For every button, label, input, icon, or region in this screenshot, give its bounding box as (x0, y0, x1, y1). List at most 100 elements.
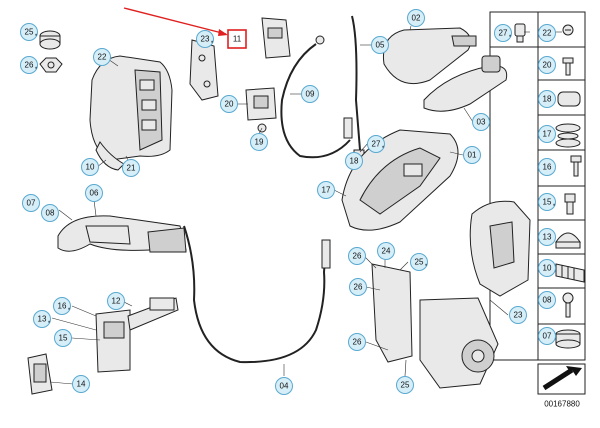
callout-25: 25 (396, 376, 414, 394)
parts-sidebar (489, 11, 586, 395)
callout-25: 25* (20, 23, 38, 41)
callout-05: 05 (371, 36, 389, 54)
sidebar-callout-18: 18 (538, 90, 556, 108)
sidebar-callout-label: 22 (543, 29, 552, 38)
callout-18: 18 (345, 152, 363, 170)
part-03-handle (423, 55, 508, 112)
sidebar-callout-label: 16 (543, 163, 552, 172)
callout-23: 23* (196, 30, 214, 48)
star-marker-icon: * (211, 41, 214, 47)
star-marker-icon: * (68, 308, 71, 314)
star-marker-icon: * (425, 264, 428, 270)
sidebar-part-10-boot (555, 263, 585, 283)
sidebar-callout-07: 07 (538, 327, 556, 345)
callout-label: 26 (25, 61, 34, 70)
part-20-striker (245, 87, 277, 133)
part-24-window-module (371, 263, 499, 389)
part-23-bracket (189, 39, 219, 101)
sidebar-callout-label: 08 (543, 296, 552, 305)
sidebar-part-22-screw (562, 24, 574, 36)
part-06-bezel (57, 215, 187, 253)
part-04-cable (183, 225, 331, 364)
callout-label: 10 (86, 163, 95, 172)
callout-21: 21 (122, 159, 140, 177)
callout-label: 23 (201, 35, 210, 44)
sidebar-callout-label: 10 (543, 264, 552, 273)
sidebar-part-08-screw (562, 292, 574, 318)
sidebar-callout-13: 13 (538, 228, 556, 246)
star-marker-icon: * (48, 321, 51, 327)
sidebar-callout-22: 22 (538, 24, 556, 42)
sidebar-callout-label: 15 (543, 198, 552, 207)
sidebar-callout-08: 08 (538, 291, 556, 309)
sidebar-part-18-pad (557, 91, 581, 107)
star-marker-icon: * (509, 35, 512, 41)
sidebar-part-07-ring (555, 329, 581, 349)
callout-22: 22 (93, 48, 111, 66)
callout-17: 17 (317, 181, 335, 199)
part-12-door-check (95, 297, 179, 373)
part-09-cable (280, 35, 353, 159)
callout-label: 25 (401, 381, 410, 390)
callout-06: 06 (85, 184, 103, 202)
callout-label: 15 (59, 334, 68, 343)
catalog-number: 00167880 (544, 400, 580, 409)
sidebar-part-17-grommet (555, 123, 581, 148)
callout-03: 03 (472, 113, 490, 131)
callout-27: 27* (367, 135, 385, 153)
highlight-label: 11 (233, 35, 242, 44)
callout-label: 14 (77, 380, 86, 389)
part-01-inner-handle (341, 129, 459, 231)
sidebar-callout-27: 27* (494, 24, 512, 42)
highlight-box: 11 (227, 29, 247, 49)
callout-13: 13* (33, 310, 51, 328)
callout-14: 14 (72, 375, 90, 393)
callout-08: 08 (41, 204, 59, 222)
callout-label: 19 (255, 138, 264, 147)
callout-19: 19 (250, 133, 268, 151)
sidebar-callout-17: 17 (538, 125, 556, 143)
sidebar-part-15-nut (564, 193, 576, 215)
sidebar-callout-15: 15* (538, 193, 556, 211)
callout-label: 20 (225, 100, 234, 109)
callout-label: 16 (58, 302, 67, 311)
callout-09: 09 (301, 85, 319, 103)
part-11-cover (261, 17, 291, 59)
callout-label: 09 (306, 90, 315, 99)
part-25-nut (39, 30, 61, 50)
callout-23: 23 (509, 306, 527, 324)
sidebar-part-20-screw (562, 57, 574, 76)
sidebar-callout-10: 10 (538, 259, 556, 277)
sidebar-callout-label: 07 (543, 332, 552, 341)
callout-label: 22 (98, 53, 107, 62)
callout-label: 18 (350, 157, 359, 166)
callout-label: 27 (372, 140, 381, 149)
callout-label: 21 (127, 164, 136, 173)
callout-label: 24 (382, 247, 391, 256)
callout-label: 25 (415, 258, 424, 267)
sidebar-callout-label: 27 (499, 29, 508, 38)
callout-label: 05 (376, 41, 385, 50)
callout-label: 04 (280, 382, 289, 391)
callout-label: 26 (354, 283, 363, 292)
part-23-actuator (469, 200, 531, 297)
callout-07: 07 (22, 194, 40, 212)
callout-label: 13 (38, 315, 47, 324)
highlight-arrow (123, 7, 228, 36)
star-marker-icon: * (553, 204, 556, 210)
callout-26: 26 (349, 278, 367, 296)
star-marker-icon: * (35, 34, 38, 40)
callout-25: 25* (410, 253, 428, 271)
callout-20: 20 (220, 95, 238, 113)
sidebar-callout-label: 20 (543, 61, 552, 70)
callout-02: 02 (407, 9, 425, 27)
callout-24: 24 (377, 242, 395, 260)
sidebar-part-13-cap (555, 232, 581, 249)
callout-16: 16* (53, 297, 71, 315)
leader-lines (49, 25, 562, 385)
part-26-nut (39, 57, 63, 73)
sidebar-callout-label: 17 (543, 130, 552, 139)
callout-12: 12 (107, 292, 125, 310)
